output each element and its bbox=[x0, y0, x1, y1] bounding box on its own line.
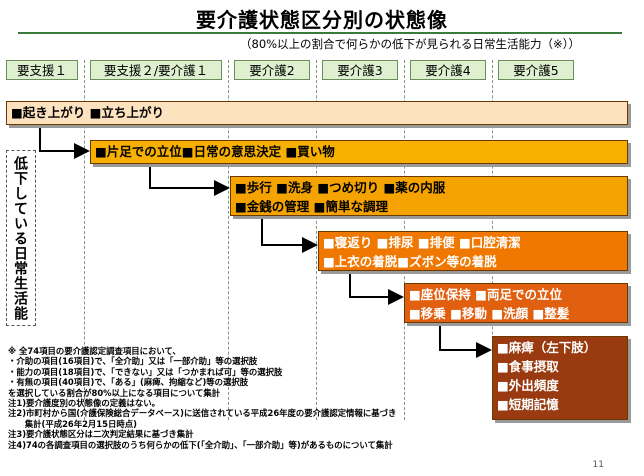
level-header: 要支援１ bbox=[6, 60, 78, 80]
note-line: 注4)74の各調査項目の選択肢のうち何らかの低下(「全介助」、「一部介助」等)が… bbox=[8, 439, 393, 450]
level-header: 要介護3 bbox=[322, 60, 398, 80]
stage-box-level4: ■寝返り ■排尿 ■排便 ■口腔清潔 ■上衣の着脱■ズボン等の着脱 bbox=[318, 231, 628, 271]
stage-text: ■起き上がり ■立ち上がり bbox=[11, 105, 164, 120]
page-number: 11 bbox=[592, 460, 604, 470]
level-header: 要介護5 bbox=[498, 60, 574, 80]
stage-text: ■片足での立位■日常の意思決定 ■買い物 bbox=[95, 144, 335, 159]
note-line: 集計(平成26年2月15日時点) bbox=[8, 418, 137, 429]
stage-text: ■歩行 ■洗身 ■つめ切り ■薬の内服 bbox=[235, 180, 446, 195]
stage-text: ■食事摂取 bbox=[497, 359, 559, 374]
note-line: ・介助の項目(16項目)で、「全介助」又は「一部介助」等の選択肢 bbox=[8, 356, 258, 367]
connector-arrow bbox=[39, 125, 90, 159]
note-line: 注3)要介護状態区分は二次判定結果に基づき集計 bbox=[8, 429, 194, 440]
note-line: 注1)要介護度別の状態像の定義はない。 bbox=[8, 398, 161, 409]
stage-box-level1: ■起き上がり ■立ち上がり bbox=[6, 101, 628, 125]
connector-arrow bbox=[261, 215, 318, 253]
level-header: 要介護2 bbox=[234, 60, 310, 80]
note-line: 注2)市町村から国(介護保険総合データベース)に送信されている平成26年度の要介… bbox=[8, 408, 397, 419]
connector-arrow bbox=[349, 270, 404, 305]
stage-text: ■短期記憶 bbox=[497, 397, 559, 412]
stage-box-level3: ■歩行 ■洗身 ■つめ切り ■薬の内服 ■金銭の管理 ■簡単な調理 bbox=[230, 176, 628, 216]
stage-text: ■麻痺（左下肢） bbox=[497, 340, 597, 355]
stage-text: ■移乗 ■移動 ■洗顔 ■整髪 bbox=[409, 306, 570, 321]
vertical-label: 低下している日常生活能力 bbox=[6, 150, 36, 326]
stage-box-level2: ■片足での立位■日常の意思決定 ■買い物 bbox=[90, 140, 628, 164]
stage-text: ■寝返り ■排尿 ■排便 ■口腔清潔 bbox=[323, 235, 521, 250]
stage-text: ■上衣の着脱■ズボン等の着脱 bbox=[323, 254, 497, 269]
column-divider bbox=[84, 60, 85, 420]
stage-text: ■座位保持 ■両足での立位 bbox=[409, 287, 562, 302]
note-line: ・有無の項目(40項目)で、「ある」(麻痺、拘縮など)等の選択肢 bbox=[8, 377, 249, 388]
subtitle: （80%以上の割合で何らかの低下が見られる日常生活能力（※）） bbox=[240, 37, 580, 51]
page-title: 要介護状態区分別の状態像 bbox=[196, 8, 448, 32]
stage-text: ■外出頻度 bbox=[497, 378, 559, 393]
footnotes: ※ 全74項目の要介護認定調査項目において、 ・介助の項目(16項目)で、「全介… bbox=[8, 346, 498, 450]
stage-text: ■金銭の管理 ■簡単な調理 bbox=[235, 199, 388, 214]
connector-arrow bbox=[149, 164, 230, 196]
note-line: ・能力の項目(18項目)で、「できない」又は「つかまれば可」等の選択肢 bbox=[8, 366, 283, 377]
title-underline bbox=[18, 32, 622, 34]
column-divider bbox=[228, 60, 229, 420]
note-line: ※ 全74項目の要介護認定調査項目において、 bbox=[8, 346, 181, 356]
level-header: 要介護4 bbox=[410, 60, 486, 80]
level-header: 要支援２/要介護１ bbox=[90, 60, 222, 80]
note-line: を選択している割合が80%以上になる項目について集計 bbox=[8, 387, 221, 398]
connector-arrow bbox=[439, 322, 492, 358]
stage-box-level5: ■座位保持 ■両足での立位 ■移乗 ■移動 ■洗顔 ■整髪 bbox=[404, 283, 628, 323]
stage-box-level6: ■麻痺（左下肢） ■食事摂取 ■外出頻度 ■短期記憶 bbox=[492, 336, 628, 420]
